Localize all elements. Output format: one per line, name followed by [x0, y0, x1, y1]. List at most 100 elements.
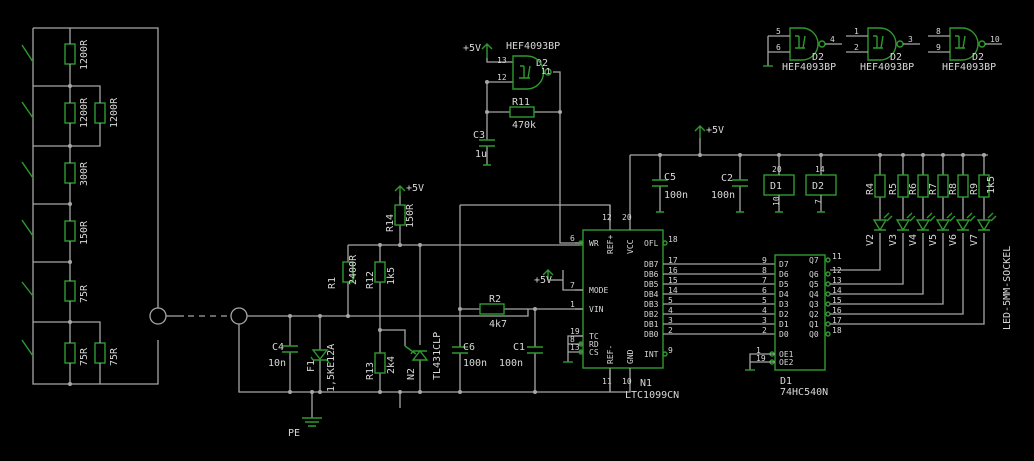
osc-pin13: 13	[497, 56, 507, 65]
led-diode-ref: V5	[928, 234, 939, 246]
adc-pin-name: DB2	[644, 310, 659, 319]
buffer-in-name: D5	[779, 280, 789, 289]
c5-ref: C5	[664, 172, 676, 183]
adc-pin-labels: 6WR7MODE1VIN19TC8RD13CS12REF+20VCC11REF-…	[570, 213, 775, 392]
spare-gate-part: HEF4093BP	[942, 62, 996, 73]
buffer-in-num: 3	[762, 316, 767, 325]
buffer-out-num: 11	[832, 252, 842, 261]
buffer-in-name: D3	[779, 300, 789, 309]
r-ladder-150: 150R	[79, 220, 90, 245]
adc-pin-num: 2	[668, 326, 673, 335]
led-res-ref: R7	[928, 183, 939, 195]
adc-pin-name: MODE	[589, 286, 608, 295]
buffer-out-num: 13	[832, 276, 842, 285]
r13-val: 2k4	[386, 356, 397, 374]
led-res-ref: R4	[865, 183, 876, 195]
adc-pin-name: TC	[589, 332, 599, 341]
adc-pin-name: INT	[644, 350, 659, 359]
d2-box-label: D2	[812, 181, 824, 192]
adc-pin-name: DB7	[644, 260, 659, 269]
buffer-in-name: D4	[779, 290, 789, 299]
adc-pin-name: OFL	[644, 239, 659, 248]
buffer-out-num: 17	[832, 316, 842, 325]
buffer-out-num: 14	[832, 286, 842, 295]
adc-pin-name: DB5	[644, 280, 659, 289]
buffer-out-name: Q2	[809, 310, 819, 319]
led-res-ref: R6	[908, 183, 919, 195]
adc-pin-name: REF+	[606, 235, 615, 254]
led-res-val: 1k5	[986, 176, 997, 194]
r-ladder-300: 300R	[79, 161, 90, 186]
led-socket-label: LED-5MM-SOCKEL	[1002, 246, 1013, 330]
adc-pin-num: 13	[570, 343, 580, 352]
led-diode-ref: V7	[969, 234, 980, 246]
buffer-out-name: Q4	[809, 290, 819, 299]
buffer-ref: D1	[780, 376, 792, 387]
oscillator: +5V HEF4093BP D2 13 12 11 R11 470k C3 1u	[463, 41, 583, 244]
spare-gate-pin-out: 4	[830, 35, 835, 44]
c6-val: 100n	[463, 358, 487, 369]
adc-pin-num: 18	[668, 235, 678, 244]
d2-bot-pin: 7	[814, 199, 823, 204]
adc-pin-name: DB0	[644, 330, 659, 339]
buffer-in-num: 2	[762, 326, 767, 335]
d1-box-label: D1	[770, 181, 782, 192]
n2-part: TL431CLP	[432, 332, 443, 380]
adc-pin-num: 6	[570, 234, 575, 243]
c1-ref: C1	[513, 342, 525, 353]
adc-part: LTC1099CN	[625, 390, 679, 401]
c6-ref: C6	[463, 342, 475, 353]
r1-val: 2400R	[348, 254, 359, 285]
led-res-ref: R8	[948, 183, 959, 195]
adc-pin-name: CS	[589, 348, 599, 357]
spare-gate-pin-b: 6	[776, 43, 781, 52]
buffer-in-name: D7	[779, 260, 789, 269]
c2-ref: C2	[721, 173, 733, 184]
r11-ref: R11	[512, 97, 530, 108]
adc-pin-num: 9	[668, 346, 673, 355]
r-ladder-1200-top: 1200R	[79, 39, 90, 70]
r-ladder-75-b: 75R	[79, 347, 90, 366]
n2-ref: N2	[406, 368, 417, 380]
buffer-out-name: Q6	[809, 270, 819, 279]
r14-val: 150R	[405, 203, 416, 228]
osc-pin12: 12	[497, 73, 507, 82]
spare-gate-part: HEF4093BP	[782, 62, 836, 73]
led-diode-ref: V3	[888, 234, 899, 246]
buffer-in-name: D0	[779, 330, 789, 339]
led-diode-ref: V6	[948, 234, 959, 246]
adc-pin-name: WR	[589, 239, 599, 248]
r2-val: 4k7	[489, 319, 507, 330]
adc-pin-num: 12	[602, 213, 612, 222]
adc-pin-num: 11	[602, 377, 612, 386]
buffer-oe-num: 1	[756, 346, 761, 355]
led-res-ref: R9	[969, 183, 980, 195]
buffer-oe-num: 19	[756, 354, 766, 363]
adc-pin-num: 8	[570, 335, 575, 344]
buffer-in-name: D1	[779, 320, 789, 329]
buffer-in-num: 9	[762, 256, 767, 265]
adc-pin-num: 5	[668, 296, 673, 305]
osc-ref: D2	[536, 58, 548, 69]
d1-bot-pin: 10	[772, 196, 781, 206]
buffer-in-num: 5	[762, 296, 767, 305]
adc-pin-num: 4	[668, 306, 673, 315]
c1-val: 100n	[499, 358, 523, 369]
buffer-in-num: 7	[762, 276, 767, 285]
r-ladder-1200-a: 1200R	[79, 97, 90, 128]
r-ladder-75-c: 75R	[109, 347, 120, 366]
spare-gates: 564D2HEF4093BP123D2HEF4093BP8910D2HEF409…	[763, 27, 1002, 73]
spare-gate-pin-a: 8	[936, 27, 941, 36]
adc-pin-name: VCC	[626, 239, 635, 254]
buffer-in-num: 4	[762, 306, 767, 315]
adc-pin-num: 3	[668, 316, 673, 325]
buffer-in-num: 6	[762, 286, 767, 295]
led-res-ref: R5	[888, 183, 899, 195]
